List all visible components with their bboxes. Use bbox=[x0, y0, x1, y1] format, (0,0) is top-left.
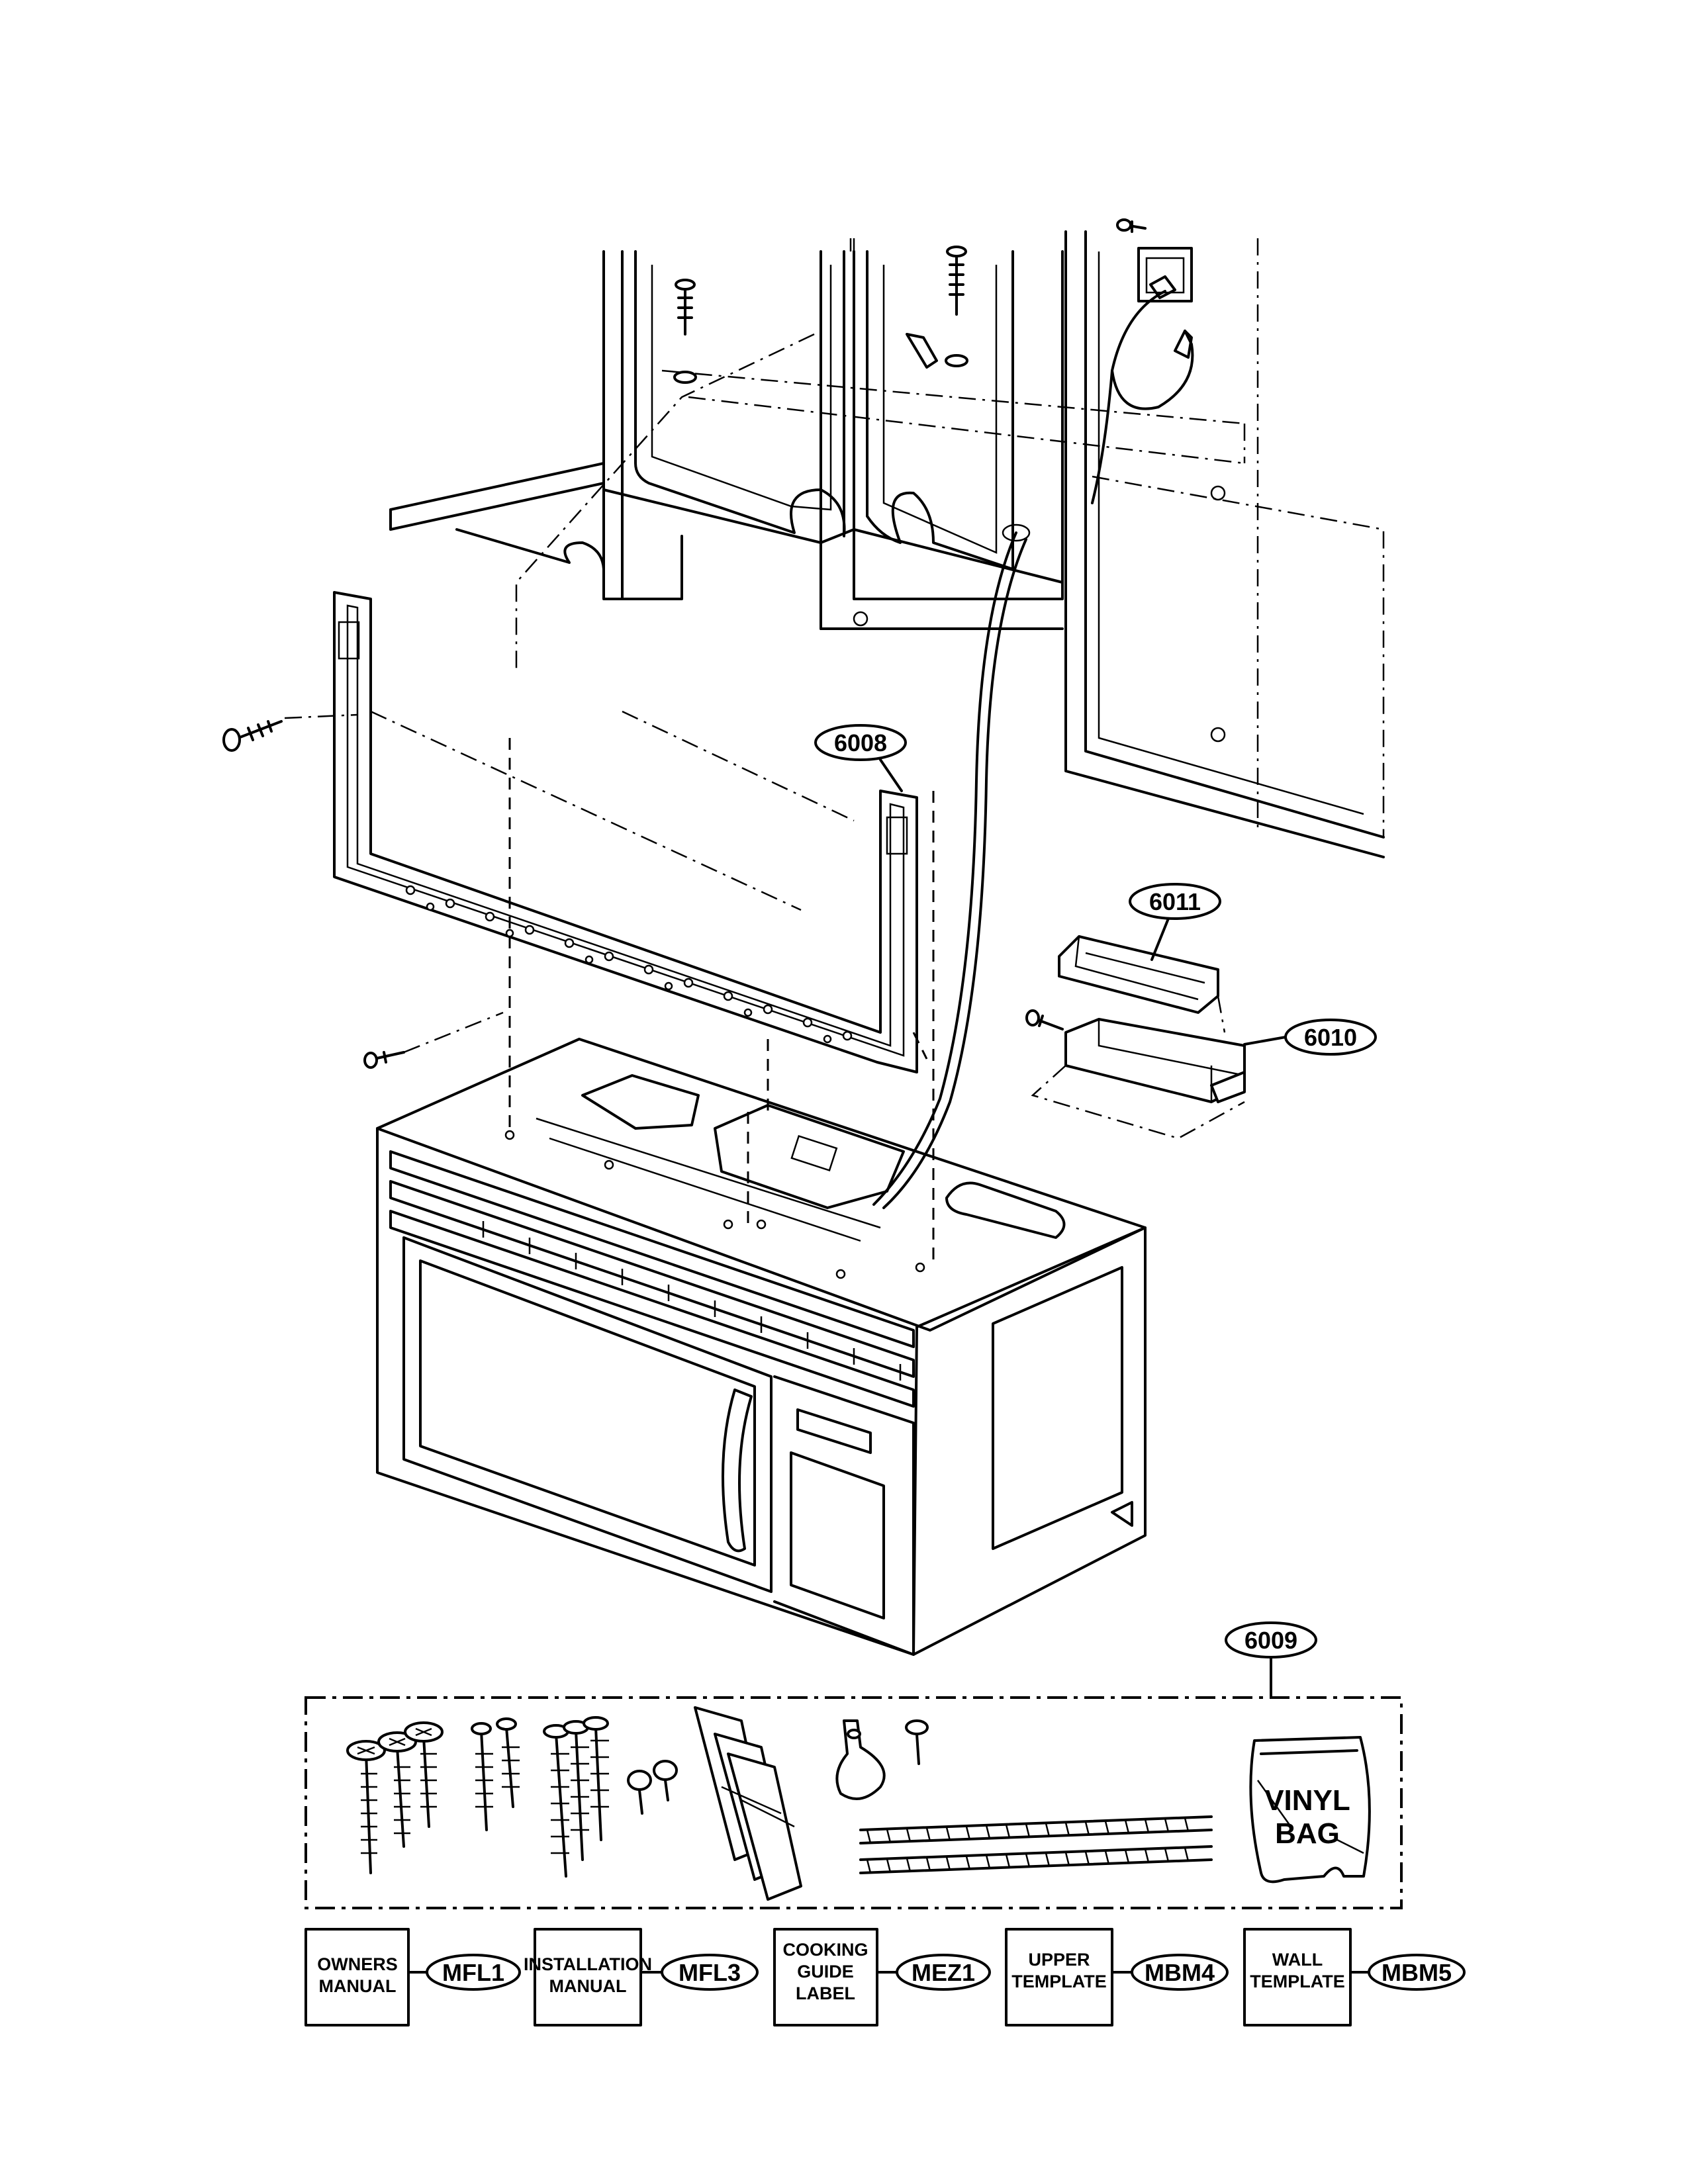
svg-text:UPPER: UPPER bbox=[1028, 1950, 1090, 1970]
cord-clamp bbox=[835, 1719, 929, 1800]
callout-6011: 6011 bbox=[1129, 883, 1221, 961]
svg-text:MANUAL: MANUAL bbox=[549, 1976, 627, 1996]
springs bbox=[859, 1815, 1213, 1874]
svg-text:MANUAL: MANUAL bbox=[319, 1976, 397, 1996]
svg-text:INSTALLATION: INSTALLATION bbox=[524, 1954, 652, 1974]
upper-cabinets bbox=[389, 230, 1385, 858]
svg-text:6010: 6010 bbox=[1304, 1024, 1357, 1051]
vinyl-bag-label-1: VINYL bbox=[1264, 1784, 1350, 1817]
vent-parts bbox=[1025, 935, 1246, 1140]
wall-anchors bbox=[471, 1717, 520, 1831]
vinyl-bag-label-2: BAG bbox=[1275, 1817, 1340, 1850]
callout-6010: 6010 bbox=[1243, 1019, 1377, 1056]
svg-text:GUIDE: GUIDE bbox=[797, 1962, 854, 1981]
doc-wall-template: WALL TEMPLATE MBM5 bbox=[1243, 1928, 1466, 2026]
svg-text:MEZ1: MEZ1 bbox=[912, 1959, 975, 1986]
callout-6009: 6009 bbox=[1225, 1621, 1317, 1699]
doc-upper-template: UPPER TEMPLATE MBM4 bbox=[1005, 1928, 1229, 2026]
lag-screws bbox=[543, 1716, 609, 1878]
doc-owners-manual: OWNERS MANUAL MFL1 bbox=[305, 1928, 521, 2026]
doc-installation-manual: INSTALLATION MANUAL MFL3 bbox=[524, 1928, 759, 2026]
vent-slats bbox=[482, 1221, 902, 1381]
svg-text:6011: 6011 bbox=[1149, 888, 1201, 915]
power-cord bbox=[872, 290, 1194, 1209]
svg-text:MFL3: MFL3 bbox=[679, 1959, 741, 1986]
mounting-plate bbox=[222, 591, 918, 1073]
hardware-kit-box: VINYL BAG bbox=[305, 1696, 1403, 1909]
svg-text:COOKING: COOKING bbox=[782, 1940, 868, 1960]
svg-text:LABEL: LABEL bbox=[796, 1983, 855, 2003]
microwave-oven bbox=[376, 738, 1147, 1656]
svg-text:TEMPLATE: TEMPLATE bbox=[1250, 1972, 1345, 1991]
svg-text:OWNERS: OWNERS bbox=[317, 1954, 398, 1974]
toggle-bolts bbox=[346, 1721, 444, 1874]
svg-text:WALL: WALL bbox=[1272, 1950, 1323, 1970]
svg-text:MBM5: MBM5 bbox=[1382, 1959, 1452, 1986]
small-screws bbox=[627, 1760, 678, 1815]
callout-6008: 6008 bbox=[814, 724, 907, 792]
wing-toggles bbox=[694, 1706, 802, 1901]
plate-holes bbox=[405, 885, 853, 1044]
document-boxes: OWNERS MANUAL MFL1 INSTALLATION MANUAL M… bbox=[305, 1928, 1466, 2026]
doc-cooking-guide-label: COOKING GUIDE LABEL MEZ1 bbox=[773, 1928, 991, 2026]
svg-text:TEMPLATE: TEMPLATE bbox=[1011, 1972, 1107, 1991]
svg-text:MBM4: MBM4 bbox=[1145, 1959, 1215, 1986]
cabinet-screws bbox=[673, 218, 1147, 384]
svg-text:6009: 6009 bbox=[1244, 1627, 1297, 1654]
svg-text:MFL1: MFL1 bbox=[442, 1959, 504, 1986]
vinyl-bag: VINYL BAG bbox=[1249, 1736, 1371, 1884]
svg-text:6008: 6008 bbox=[834, 729, 887, 756]
